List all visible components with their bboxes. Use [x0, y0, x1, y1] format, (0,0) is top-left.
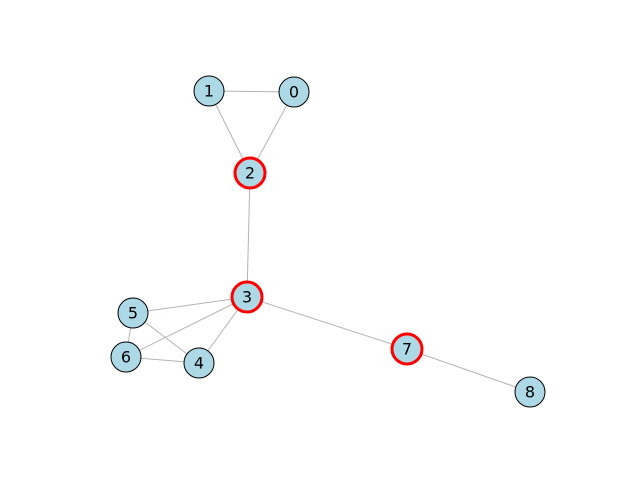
node-label: 2 — [245, 164, 255, 183]
node-label: 5 — [128, 304, 138, 323]
edge-2-3 — [246, 172, 251, 298]
node-label: 1 — [204, 82, 214, 101]
nodes-layer: 0 1 2 3 4 5 6 7 8 — [110, 75, 546, 408]
edges-layer — [125, 90, 531, 393]
node-circle — [110, 341, 142, 373]
node-circle — [193, 75, 225, 107]
node-label: 0 — [289, 83, 299, 102]
node-5: 5 — [117, 297, 149, 329]
node-circle — [183, 347, 215, 379]
node-label: 4 — [194, 354, 204, 373]
node-circle — [514, 376, 546, 408]
node-label: 7 — [402, 340, 412, 359]
node-circle — [278, 76, 310, 108]
node-0: 0 — [278, 76, 310, 108]
node-label: 3 — [242, 288, 252, 307]
node-circle — [233, 156, 267, 190]
edge-3-7 — [246, 296, 408, 350]
node-4: 4 — [183, 347, 215, 379]
node-6: 6 — [110, 341, 142, 373]
node-1: 1 — [193, 75, 225, 107]
edge-3-5 — [132, 296, 248, 314]
node-8: 8 — [514, 376, 546, 408]
node-2: 2 — [233, 156, 267, 190]
node-label: 6 — [121, 348, 131, 367]
edge-7-8 — [406, 348, 531, 393]
node-circle — [390, 332, 424, 366]
edge-3-6 — [125, 296, 248, 358]
node-circle — [117, 297, 149, 329]
node-label: 8 — [525, 383, 535, 402]
node-3: 3 — [230, 280, 264, 314]
node-7: 7 — [390, 332, 424, 366]
node-circle — [230, 280, 264, 314]
